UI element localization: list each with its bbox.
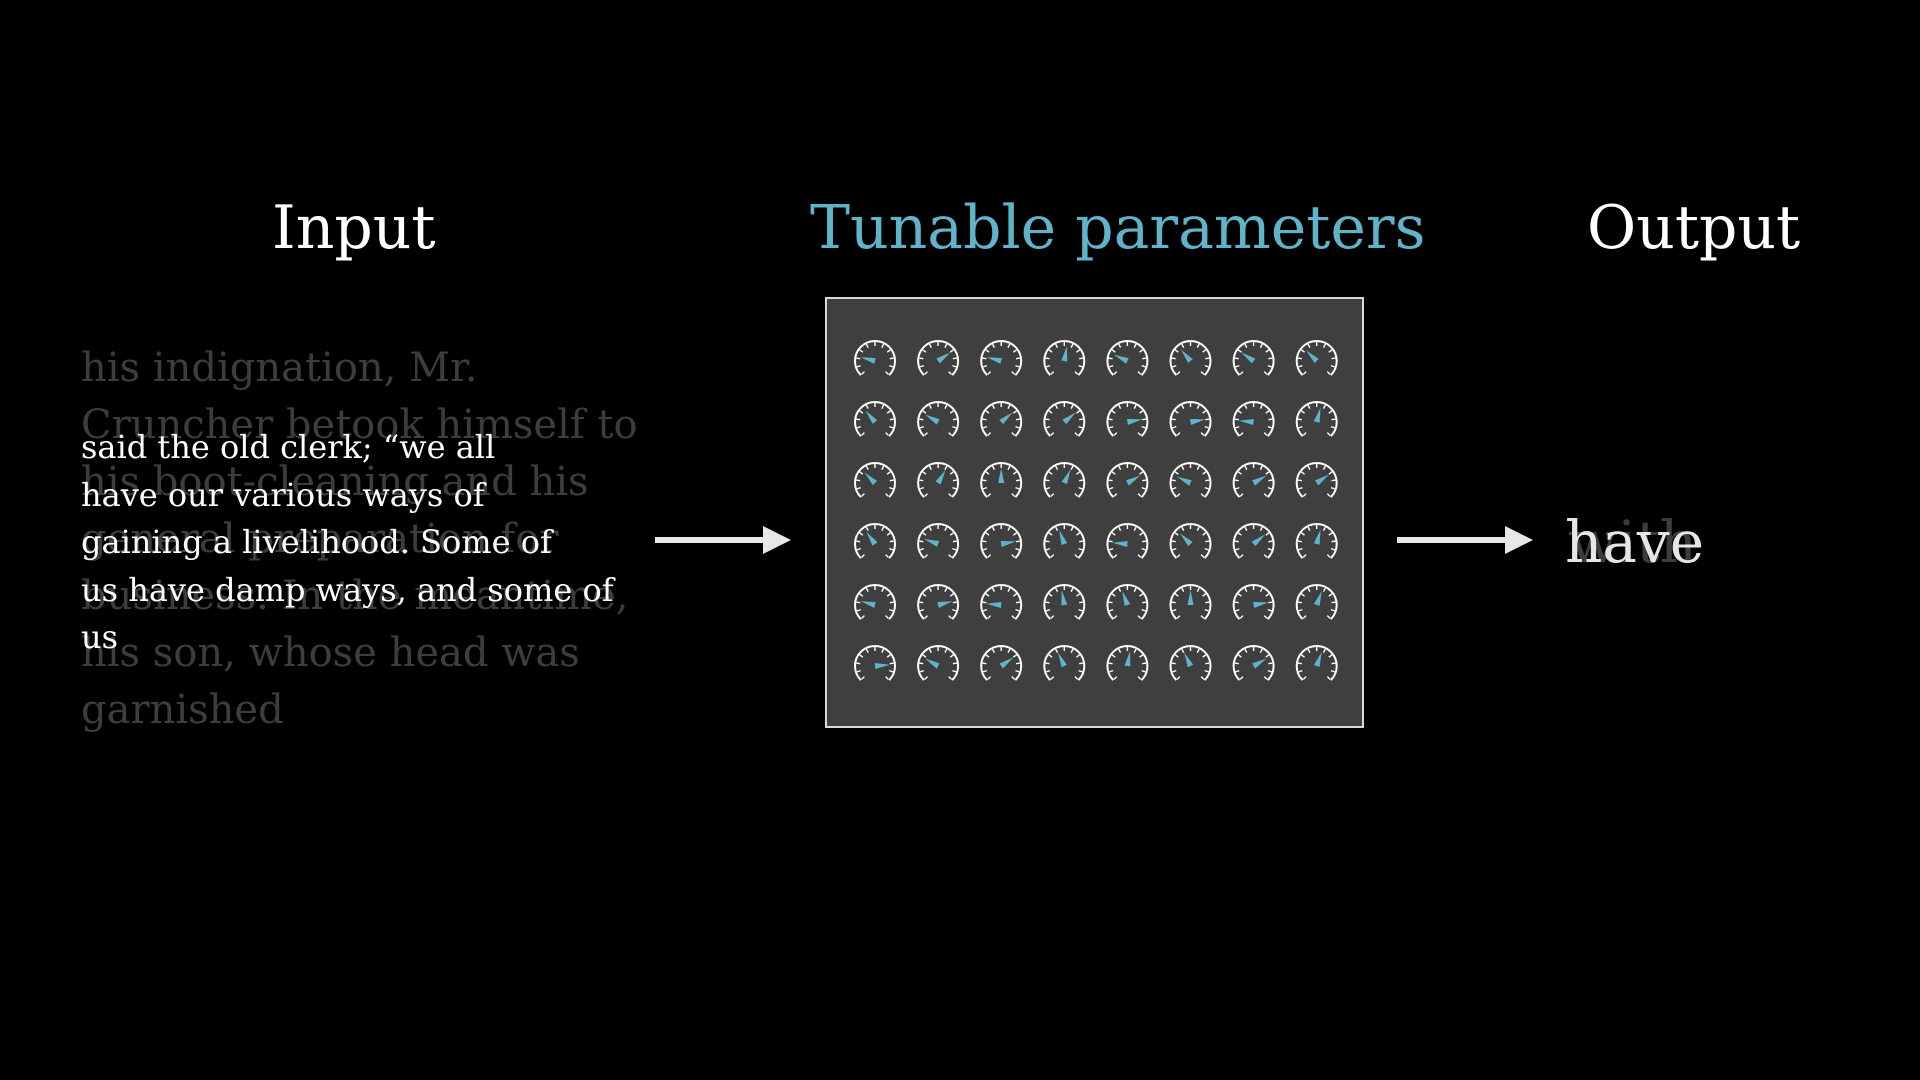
dial-gauge-icon	[980, 644, 1023, 681]
dial-gauge-icon	[1043, 461, 1086, 498]
dial-gauge-icon	[1232, 522, 1275, 559]
dial-gauge-icon	[1106, 400, 1149, 437]
dial-gauge-icon	[1043, 644, 1086, 681]
dial-gauge-icon	[1295, 339, 1338, 376]
dial-gauge-icon	[854, 461, 896, 498]
dial-gauge-icon	[917, 644, 960, 681]
dial-gauge-icon	[1169, 644, 1212, 681]
right-arrow-icon	[1397, 526, 1533, 554]
dial-gauge-icon	[980, 522, 1023, 559]
previous-output-word: with	[1568, 508, 1697, 576]
previous-input-text: his indignation, Mr. Cruncher betook him…	[81, 345, 638, 733]
dial-gauge-icon	[1295, 461, 1338, 498]
dial-gauge-icon	[1232, 339, 1275, 376]
dial-gauge-icon	[980, 461, 1023, 498]
dial-gauge-icon	[1106, 339, 1149, 376]
dial-gauge-icon	[1169, 522, 1212, 559]
dial-gauge-icon	[1295, 400, 1338, 437]
dial-gauge-icon	[1043, 583, 1086, 620]
dial-gauge-icon	[854, 522, 896, 559]
dial-grid	[854, 339, 1338, 681]
dial-gauge-icon	[1169, 583, 1212, 620]
output-heading: Output	[1587, 193, 1801, 263]
dial-gauge-icon	[854, 339, 896, 376]
dial-gauge-icon	[1169, 339, 1212, 376]
dial-gauge-icon	[1232, 400, 1275, 437]
dial-gauge-icon	[1106, 644, 1149, 681]
dial-gauge-icon	[980, 583, 1023, 620]
dial-gauge-icon	[854, 583, 896, 620]
parameter-panel	[825, 297, 1364, 728]
dial-gauge-icon	[917, 522, 960, 559]
dial-gauge-icon	[1106, 522, 1149, 559]
dial-gauge-icon	[980, 400, 1023, 437]
dial-gauge-icon	[980, 339, 1023, 376]
dial-gauge-icon	[1295, 583, 1338, 620]
dial-gauge-icon	[1232, 461, 1275, 498]
input-heading: Input	[272, 193, 436, 263]
dial-gauge-icon	[1043, 522, 1086, 559]
dial-gauge-icon	[854, 400, 896, 437]
dial-gauge-icon	[917, 583, 960, 620]
dial-gauge-icon	[854, 644, 896, 681]
current-input-text: said the old clerk; “we all have our var…	[81, 428, 614, 656]
dial-gauge-icon	[1106, 583, 1149, 620]
dial-gauge-icon	[917, 339, 960, 376]
dial-gauge-icon	[1043, 339, 1086, 376]
dial-gauge-icon	[1232, 644, 1275, 681]
dial-gauge-icon	[1295, 522, 1338, 559]
dial-gauge-icon	[1232, 583, 1275, 620]
dial-gauge-icon	[1043, 400, 1086, 437]
tunable-parameters-heading: Tunable parameters	[810, 193, 1426, 263]
right-arrow-icon	[655, 526, 791, 554]
dial-gauge-icon	[1169, 400, 1212, 437]
dial-gauge-icon	[917, 461, 960, 498]
current-output-word: have	[1565, 508, 1705, 576]
dial-gauge-icon	[1295, 644, 1338, 681]
dial-gauge-icon	[1106, 461, 1149, 498]
dial-gauge-icon	[1169, 461, 1212, 498]
dial-gauge-icon	[917, 400, 960, 437]
